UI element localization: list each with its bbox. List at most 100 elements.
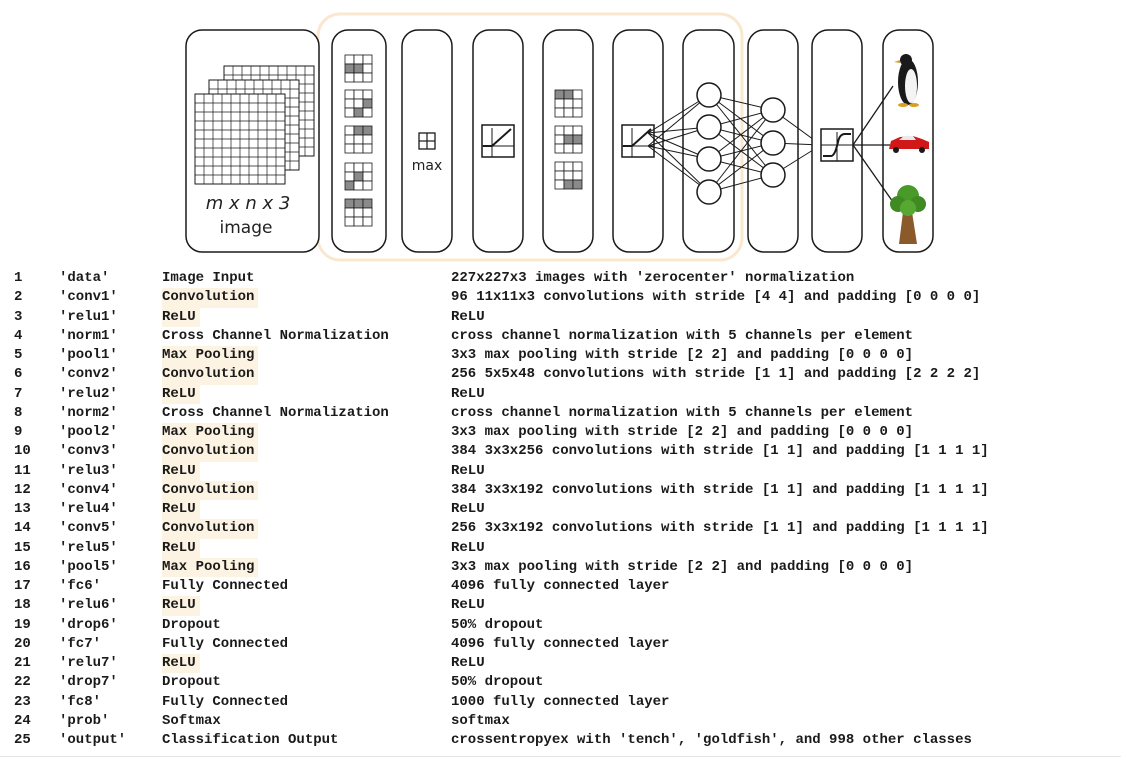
layer-type: Convolution — [162, 519, 259, 539]
layer-description: ReLU — [451, 308, 485, 325]
layer-name: 'drop6' — [59, 616, 118, 633]
relu-panel-2 — [612, 29, 664, 253]
layer-index: 18 — [14, 597, 31, 614]
layer-index: 17 — [14, 578, 31, 594]
layer-name: 'fc7' — [59, 635, 102, 652]
image-input-panel: m x n x 3 image — [185, 29, 320, 253]
layer-name: 'fc8' — [59, 693, 102, 710]
layer-description: ReLU — [451, 462, 485, 479]
tree-icon — [890, 185, 926, 244]
layer-type: ReLU — [162, 654, 200, 674]
layer-index: 20 — [14, 635, 31, 652]
conv-filter-icon — [344, 54, 373, 227]
layer-type: ReLU — [162, 596, 200, 616]
layer-index: 4 — [14, 327, 23, 344]
layer-name: 'drop7' — [59, 674, 118, 691]
layer-type: Convolution — [162, 365, 259, 385]
relu-icon — [621, 124, 655, 158]
layer-index: 1 — [14, 270, 23, 286]
softmax-panel — [811, 29, 863, 253]
max-pool-icon — [418, 132, 436, 150]
layer-name: 'relu4' — [59, 501, 118, 517]
layer-type: Convolution — [162, 288, 259, 308]
layer-name: 'pool2' — [59, 424, 118, 440]
layer-name: 'conv1' — [59, 289, 118, 306]
fc-panel-1 — [682, 29, 735, 253]
output-panel — [852, 29, 934, 253]
layer-index: 13 — [14, 501, 31, 517]
layer-type: ReLU — [162, 384, 200, 404]
layer-description: 384 3x3x192 convolutions with stride [1 … — [451, 481, 989, 498]
layer-name: 'relu5' — [59, 539, 118, 556]
layer-description: 3x3 max pooling with stride [2 2] and pa… — [451, 347, 914, 363]
layer-index: 14 — [14, 520, 31, 537]
layer-description: 50% dropout — [451, 616, 544, 633]
image-stack-icon — [194, 65, 315, 185]
layer-description: 4096 fully connected layer — [451, 578, 670, 594]
layer-description: cross channel normalization with 5 chann… — [451, 404, 914, 421]
pool-label: max — [412, 158, 443, 174]
table-row: 14 'conv5' Convolution 256 3x3x192 convolut… — [14, 519, 1114, 539]
layer-type: ReLU — [162, 500, 200, 520]
layer-type: Classification Output — [162, 732, 339, 748]
layer-index: 3 — [14, 308, 23, 325]
layer-name: 'conv5' — [59, 520, 118, 537]
layer-name: 'conv2' — [59, 366, 118, 383]
layer-name: 'prob' — [59, 712, 110, 729]
relu-icon — [481, 124, 515, 158]
layer-description: ReLU — [451, 385, 485, 402]
layer-index: 16 — [14, 558, 31, 575]
layer-index: 9 — [14, 424, 23, 440]
layer-type: Dropout — [162, 674, 221, 691]
layer-index: 7 — [14, 385, 23, 402]
layer-type: Convolution — [162, 442, 259, 462]
conv-filter-icon — [554, 89, 583, 190]
car-icon — [889, 136, 929, 153]
layer-description: 384 3x3x256 convolutions with stride [1 … — [451, 443, 989, 460]
layer-type: ReLU — [162, 307, 200, 327]
conv-filters-panel-1 — [331, 29, 387, 253]
layer-index: 23 — [14, 693, 31, 710]
layer-name: 'relu6' — [59, 597, 118, 614]
layer-type: Cross Channel Normalization — [162, 327, 389, 344]
layer-type: Dropout — [162, 616, 221, 633]
layer-description: 3x3 max pooling with stride [2 2] and pa… — [451, 558, 914, 575]
max-pool-panel: max — [401, 29, 453, 253]
layer-name: 'data' — [59, 270, 110, 286]
layer-name: 'output' — [59, 732, 127, 748]
layer-index: 11 — [14, 462, 31, 479]
softmax-icon — [820, 128, 854, 162]
layer-description: 1000 fully connected layer — [451, 693, 670, 710]
layer-type: Fully Connected — [162, 578, 289, 594]
layer-type: Image Input — [162, 270, 255, 286]
image-dims-label: m x n x 3 — [206, 193, 291, 214]
layer-index: 8 — [14, 404, 23, 421]
layer-name: 'norm2' — [59, 404, 118, 421]
layer-description: 256 3x3x192 convolutions with stride [1 … — [451, 520, 989, 537]
layer-description: ReLU — [451, 539, 485, 556]
conv-filters-panel-2 — [542, 29, 594, 253]
network-architecture-diagram: m x n x 3 image max — [185, 12, 934, 262]
layer-type: Max Pooling — [162, 557, 259, 577]
penguin-icon — [894, 54, 919, 107]
layer-type: ReLU — [162, 538, 200, 558]
layer-description: softmax — [451, 712, 510, 729]
layer-type: Convolution — [162, 480, 259, 500]
